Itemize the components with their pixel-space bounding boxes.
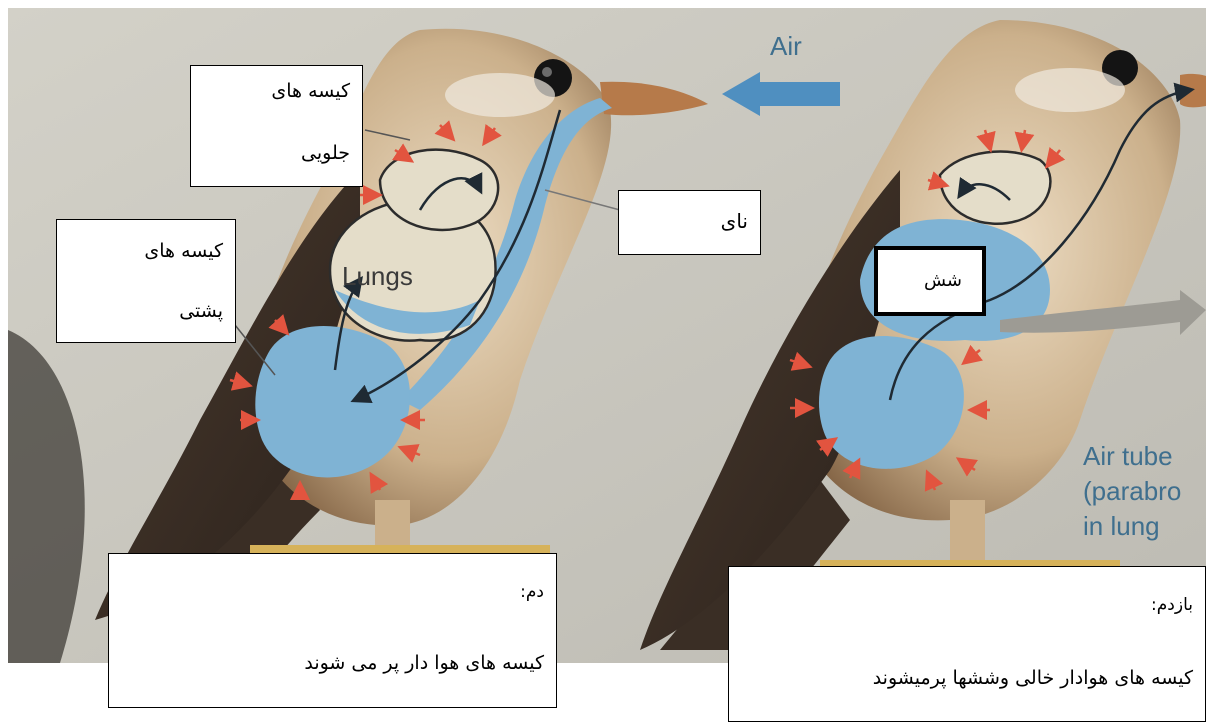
trachea-label: نای [618,190,761,255]
anterior-air-sacs-line-2: جلویی [301,142,350,164]
posterior-air-sacs-line-2: پشتی [179,300,223,322]
exhalation-title: بازدم: [1151,595,1193,615]
exhalation-box: بازدم: کیسه های هوادار خالی وششها پرمیشو… [728,566,1206,722]
inhalation-box: دم: کیسه های هوا دار پر می شوند [108,553,557,708]
right-bird-leg [950,500,985,560]
air-tube-line-2: (parabro [1083,476,1181,506]
inhalation-description: کیسه های هوا دار پر می شوند [304,652,544,674]
lung-text: شش [924,270,962,291]
trachea-text: نای [721,209,748,233]
lung-label: شش [874,246,986,316]
posterior-air-sacs-label: کیسه های پشتی [56,219,236,343]
anterior-air-sacs-label: کیسه های جلویی [190,65,363,187]
air-tube-line-3: in lung [1083,511,1160,541]
right-posterior-sac [819,336,964,469]
lungs-printed-label: Lungs [342,261,413,291]
posterior-air-sacs-line-1: کیسه های [144,240,223,262]
air-tube-line-1: Air tube [1083,441,1173,471]
inhalation-title: دم: [520,582,544,602]
right-bird-eye-patch [1015,68,1125,112]
exhalation-description: کیسه های هوادار خالی وششها پرمیشوند [873,667,1193,689]
left-bird-eye-glint [542,67,552,77]
air-printed-label: Air [770,31,802,61]
anterior-air-sacs-line-1: کیسه های [271,80,350,102]
left-bird-eye-patch [445,73,555,117]
